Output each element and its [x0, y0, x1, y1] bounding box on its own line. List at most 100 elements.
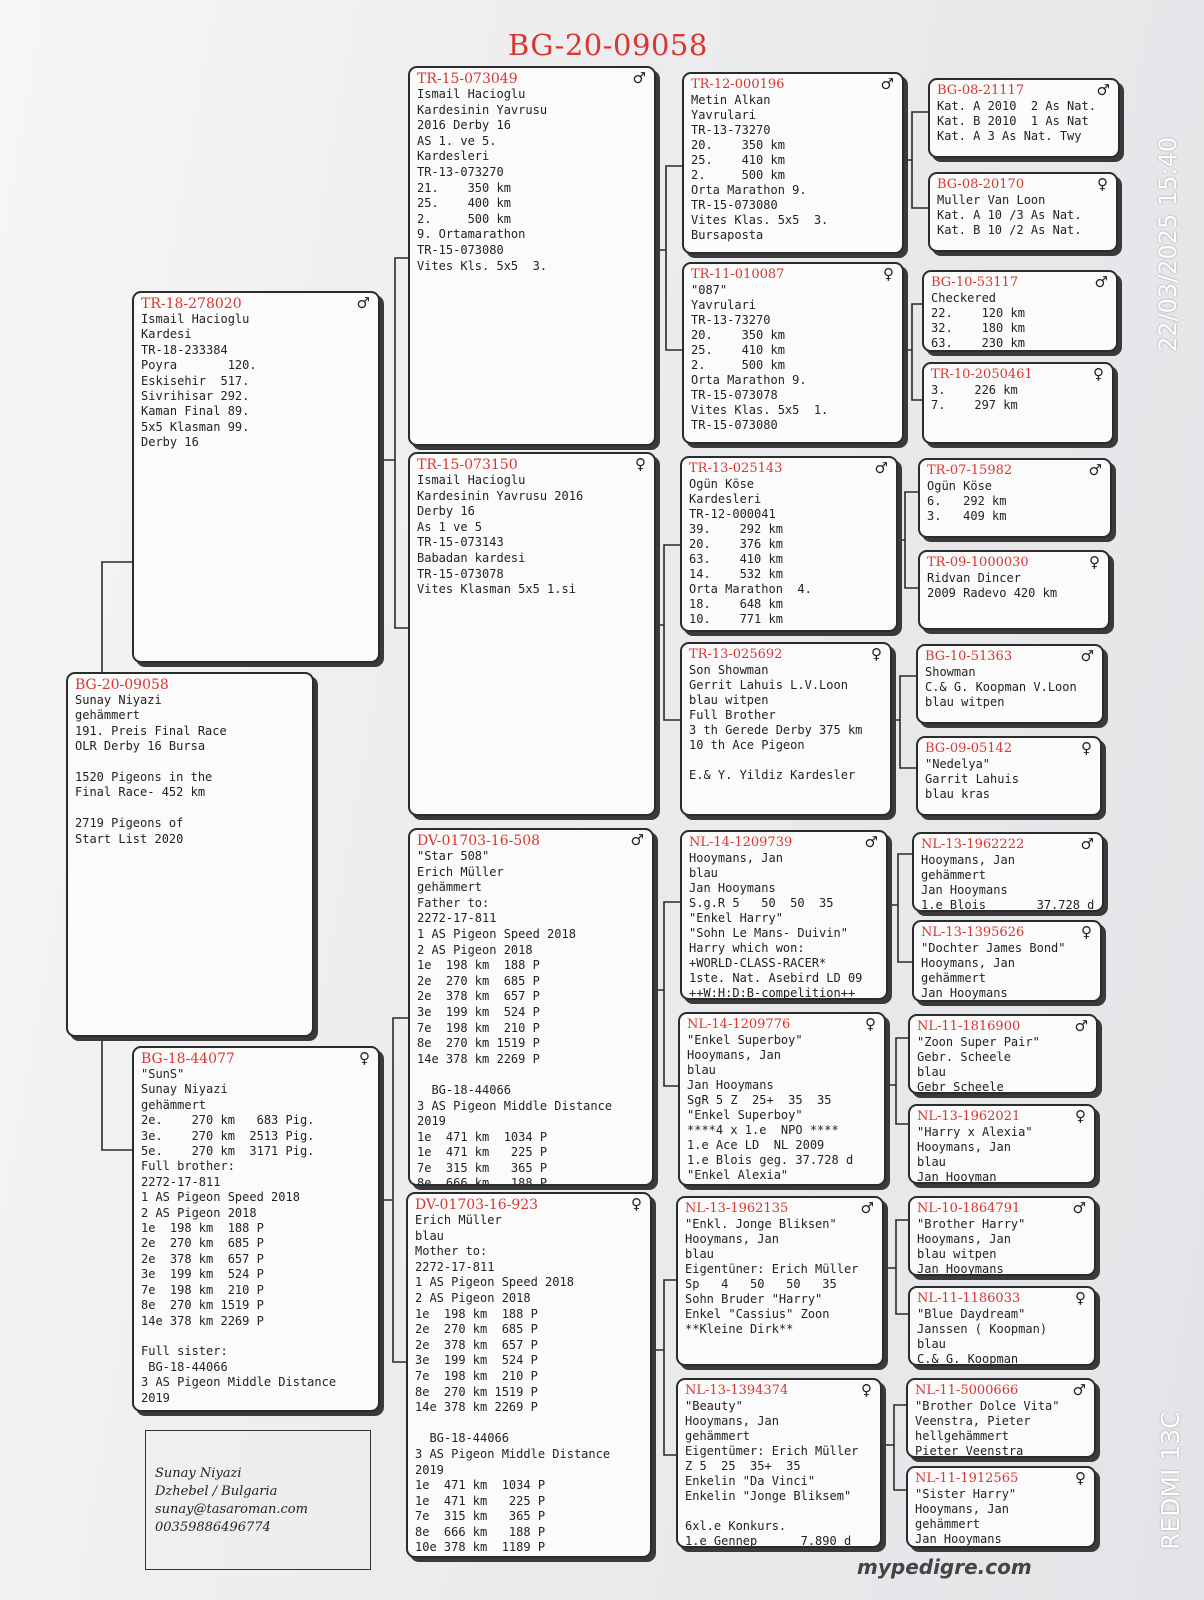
pigeon-details: Ridvan Dincer 2009 Radevo 420 km [927, 571, 1058, 600]
female-icon: ♀ [883, 265, 894, 283]
camera-timestamp: 22/03/2025 15:40 [1130, 52, 1182, 352]
male-icon: ♂ [356, 294, 370, 312]
male-icon: ♂ [880, 75, 894, 93]
pigeon-card-sire: TR-18-278020 ♂ Ismail Hacioglu Kardesi T… [132, 291, 380, 663]
pigeon-card-dam-sire: DV-01703-16-508 ♂ "Star 508" Erich Mülle… [408, 828, 654, 1186]
pigeon-card-sire-dam: TR-15-073150 ♀ Ismail Hacioglu Kardesini… [408, 452, 656, 816]
pigeon-details: 3. 226 km 7. 297 km [931, 383, 1018, 412]
pedigree-title: BG-20-09058 [508, 28, 708, 62]
pigeon-details: Ogün Köse Kardesleri TR-12-000041 39. 29… [689, 477, 812, 626]
male-icon: ♂ [1080, 647, 1094, 665]
pigeon-details: Sunay Niyazi gehämmert 191. Preis Final … [75, 693, 227, 846]
male-icon: ♂ [630, 831, 644, 849]
pigeon-card-ggp-7: NL-13-1962135 ♂ "Enkl. Jonge Bliksen" Ho… [676, 1196, 884, 1366]
ring-number: DV-01703-16-923 [415, 1197, 539, 1213]
pigeon-details: Checkered 22. 120 km 32. 180 km 63. 230 … [931, 291, 1025, 350]
male-icon: ♂ [632, 69, 646, 87]
owner-location: Dzhebel / Bulgaria [155, 1484, 278, 1499]
pigeon-card-sire-sire: TR-15-073049 ♂ Ismail Hacioglu Kardesini… [408, 66, 656, 446]
female-icon: ♀ [1081, 739, 1092, 757]
owner-phone: 00359886496774 [155, 1520, 271, 1535]
pigeon-card-gggp-9: NL-13-1962222 ♂ Hooymans, Jan gehämmert … [912, 832, 1104, 912]
pigeon-details: "Enkel Superboy" Hooymans, Jan blau Jan … [687, 1033, 854, 1182]
ring-number: TR-10-2050461 [931, 367, 1033, 382]
female-icon: ♀ [1075, 1107, 1086, 1125]
pigeon-card-gggp-14: NL-11-1186033 ♀ "Blue Daydream" Janssen … [908, 1286, 1096, 1366]
ring-number: BG-09-05142 [925, 741, 1013, 756]
ring-number: NL-14-1209776 [687, 1017, 791, 1032]
male-icon: ♂ [1074, 1017, 1088, 1035]
pigeon-card-gggp-5: TR-07-15982 ♂ Ogün Köse 6. 292 km 3. 409… [918, 458, 1112, 538]
female-icon: ♀ [635, 455, 646, 473]
ring-number: NL-13-1962222 [921, 837, 1025, 852]
pigeon-details: "Nedelya" Garrit Lahuis blau kras [925, 757, 1019, 801]
ring-number: NL-11-1816900 [917, 1019, 1021, 1034]
male-icon: ♂ [864, 833, 878, 851]
ring-number: TR-15-073150 [417, 457, 518, 473]
pigeon-details: "Harry x Alexia" Hooymans, Jan blau Jan … [917, 1125, 1033, 1184]
pigeon-details: "SunS" Sunay Niyazi gehämmert 2e. 270 km… [141, 1067, 337, 1405]
ring-number: BG-10-53117 [931, 275, 1019, 290]
pigeon-card-gggp-16: NL-11-1912565 ♀ "Sister Harry" Hooymans,… [906, 1466, 1096, 1548]
ring-number: NL-11-5000666 [915, 1383, 1019, 1398]
male-icon: ♂ [1080, 835, 1094, 853]
ring-number: NL-13-1395626 [921, 925, 1025, 940]
female-icon: ♀ [1081, 923, 1092, 941]
pigeon-details: Ogün Köse 6. 292 km 3. 409 km [927, 479, 1007, 523]
ring-number: BG-10-51363 [925, 649, 1013, 664]
pigeon-card-gggp-8: BG-09-05142 ♀ "Nedelya" Garrit Lahuis bl… [916, 736, 1102, 816]
camera-brand-text: REDMI 13C [1156, 1411, 1185, 1550]
pigeon-details: "Star 508" Erich Müller gehämmert Father… [417, 849, 613, 1186]
pigeon-card-gggp-1: BG-08-21117 ♂ Kat. A 2010 2 As Nat. Kat.… [928, 78, 1120, 158]
ring-number: BG-08-21117 [937, 83, 1025, 98]
pigeon-card-subject: BG-20-09058 Sunay Niyazi gehämmert 191. … [66, 672, 314, 1037]
pigeon-card-gggp-15: NL-11-5000666 ♂ "Brother Dolce Vita" Vee… [906, 1378, 1096, 1458]
pigeon-card-gggp-12: NL-13-1962021 ♀ "Harry x Alexia" Hooyman… [908, 1104, 1096, 1184]
owner-contact-box: Sunay Niyazi Dzhebel / Bulgaria sunay@ta… [145, 1430, 371, 1570]
pigeon-card-ggp-1: TR-12-000196 ♂ Metin Alkan Yavrulari TR-… [682, 72, 904, 254]
pigeon-details: "Brother Harry" Hooymans, Jan blau witpe… [917, 1217, 1026, 1276]
pigeon-card-ggp-2: TR-11-010087 ♀ "087" Yavrulari TR-13-732… [682, 262, 904, 444]
female-icon: ♀ [1097, 175, 1108, 193]
female-icon: ♀ [1075, 1289, 1086, 1307]
pigeon-card-gggp-11: NL-11-1816900 ♂ "Zoon Super Pair" Gebr. … [908, 1014, 1098, 1094]
male-icon: ♂ [1072, 1381, 1086, 1399]
female-icon: ♀ [865, 1015, 876, 1033]
pigeon-details: Son Showman Gerrit Lahuis L.V.Loon blau … [689, 663, 863, 782]
pigeon-details: "Zoon Super Pair" Gebr. Scheele blau Geb… [917, 1035, 1040, 1094]
pigeon-details: "Dochter James Bond" Hooymans, Jan gehäm… [921, 941, 1066, 1000]
ring-number: NL-13-1962021 [917, 1109, 1021, 1124]
pigeon-details: Muller Van Loon Kat. A 10 /3 As Nat. Kat… [937, 193, 1082, 237]
pigeon-card-ggp-8: NL-13-1394374 ♀ "Beauty" Hooymans, Jan g… [676, 1378, 882, 1548]
male-icon: ♂ [1096, 81, 1110, 99]
male-icon: ♂ [1094, 273, 1108, 291]
ring-number: TR-07-15982 [927, 463, 1013, 478]
ring-number: NL-13-1394374 [685, 1383, 789, 1398]
pigeon-card-gggp-13: NL-10-1864791 ♂ "Brother Harry" Hooymans… [908, 1196, 1096, 1276]
ring-number: TR-12-000196 [691, 77, 785, 92]
owner-email: sunay@tasaroman.com [155, 1502, 308, 1517]
ring-number: TR-18-278020 [141, 296, 242, 312]
pigeon-details: Hooymans, Jan blau Jan Hooymans S.g.R 5 … [689, 851, 863, 1000]
pigeon-details: Kat. A 2010 2 As Nat. Kat. B 2010 1 As N… [937, 99, 1096, 143]
ring-number: DV-01703-16-508 [417, 833, 541, 849]
pigeon-details: Ismail Hacioglu Kardesinin Yavrusu 2016 … [417, 473, 584, 597]
pigeon-card-dam: BG-18-44077 ♀ "SunS" Sunay Niyazi gehämm… [132, 1046, 380, 1412]
ring-number: NL-13-1962135 [685, 1201, 789, 1216]
female-icon: ♀ [359, 1049, 370, 1067]
owner-name: Sunay Niyazi [155, 1466, 242, 1481]
pigeon-card-gggp-6: TR-09-1000030 ♀ Ridvan Dincer 2009 Radev… [918, 550, 1110, 630]
female-icon: ♀ [1089, 553, 1100, 571]
pigeon-details: Erich Müller blau Mother to: 2272-17-811… [415, 1213, 611, 1555]
camera-timestamp-text: 22/03/2025 15:40 [1154, 136, 1182, 352]
ring-number: TR-09-1000030 [927, 555, 1029, 570]
male-icon: ♂ [874, 459, 888, 477]
female-icon: ♀ [1075, 1469, 1086, 1487]
pigeon-card-dam-dam: DV-01703-16-923 ♀ Erich Müller blau Moth… [406, 1192, 652, 1558]
pigeon-details: Showman C.& G. Koopman V.Loon blau witpe… [925, 665, 1077, 709]
pigeon-card-gggp-10: NL-13-1395626 ♀ "Dochter James Bond" Hoo… [912, 920, 1102, 1002]
ring-number: NL-11-1186033 [917, 1291, 1021, 1306]
female-icon: ♀ [631, 1195, 642, 1213]
